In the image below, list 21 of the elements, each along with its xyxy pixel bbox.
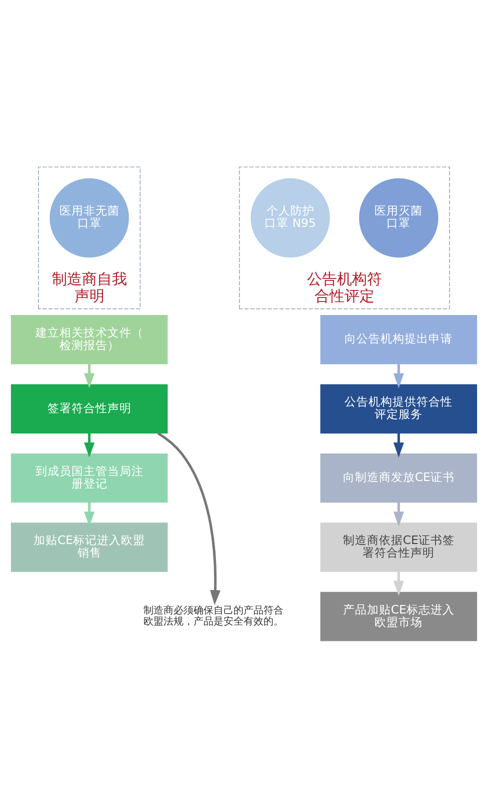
arrow [393,364,404,388]
node-box: 向公告机构提出申请 [320,314,478,364]
arrow [393,571,404,596]
node-box: 加贴CE标记进入欧盟销售 [10,522,168,572]
node-circle: 医用非无菌口罩 [50,178,129,257]
node-circle: 个人防护口罩 N95 [250,178,330,257]
arrow [84,432,95,457]
arrow [84,364,95,388]
arrow [157,432,221,605]
node-box: 到成员国主管当局注册登记 [10,452,168,502]
node-box: 产品加贴CE标志进入欧盟市场 [320,591,478,641]
node-box: 向制造商发放CE证书 [320,452,478,502]
node-circle: 医用灭菌口罩 [359,178,438,257]
arrow [393,502,404,526]
node-box: 公告机构提供符合性评定服务 [320,384,478,433]
arrow [393,432,404,457]
node-text: 制造商必须确保自己的产品符合欧盟法规，产品是安全有效的。 [144,605,284,627]
arrow [84,502,95,526]
node-box: 制造商依据CE证书签署符合性声明 [320,522,478,572]
node-box: 签署符合性声明 [10,384,168,433]
node-box: 建立相关技术文件（检测报告） [10,314,168,364]
